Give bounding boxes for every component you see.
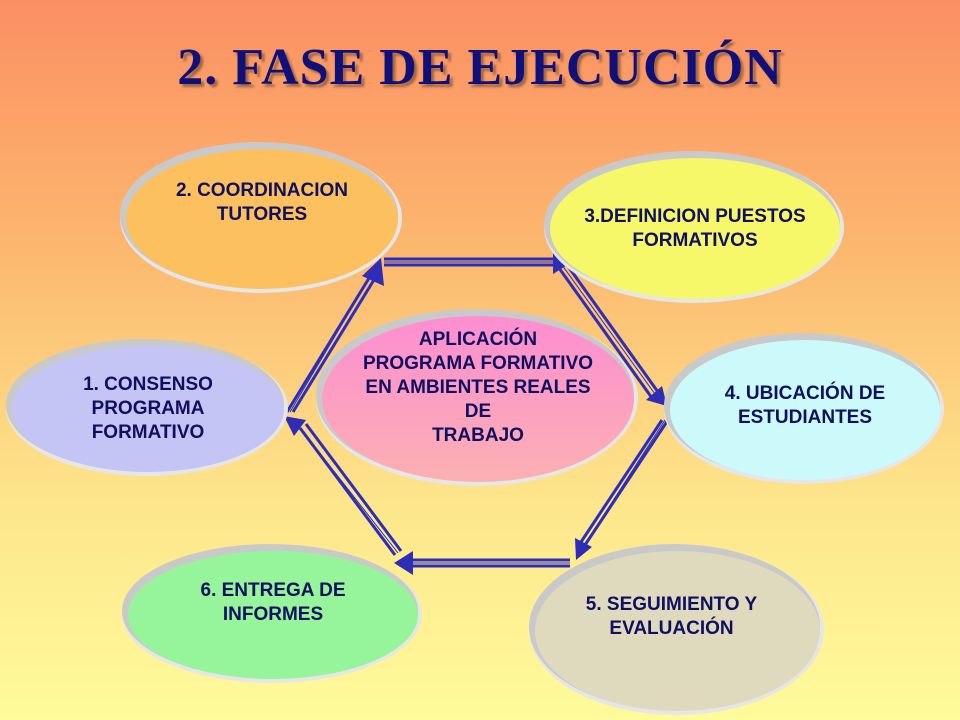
node-center-aplicacion: APLICACIÓN PROGRAMA FORMATIVO EN AMBIENT… bbox=[322, 316, 634, 482]
node-coordinacion-line-1: 2. COORDINACION bbox=[175, 180, 349, 201]
arrowheads bbox=[284, 250, 667, 575]
arrowhead-5 bbox=[394, 551, 413, 575]
arrowhead-1 bbox=[362, 258, 384, 286]
node-seguimiento-evaluacion: 5. SEGUIMIENTO Y EVALUACIÓN bbox=[535, 551, 820, 711]
node-entrega-line-2: INFORMES bbox=[222, 604, 324, 625]
node-ubicacion-estudiantes: 4. UBICACIÓN DE ESTUDIANTES bbox=[670, 340, 940, 480]
node-center-line-2: PROGRAMA FORMATIVO bbox=[362, 353, 594, 374]
node-ubicacion-line-2: ESTUDIANTES bbox=[737, 407, 873, 428]
node-center-line-4: DE bbox=[464, 401, 492, 422]
arrowhead-4 bbox=[575, 538, 592, 560]
node-entrega-line-1: 6. ENTREGA DE bbox=[200, 580, 346, 601]
arrow-ubicacion-to-seguimiento bbox=[577, 419, 670, 553]
arrowhead-6 bbox=[284, 416, 306, 436]
node-consenso-line-1: 1. CONSENSO bbox=[83, 374, 213, 395]
node-definicion-line-2: FORMATIVOS bbox=[632, 229, 758, 251]
node-consenso-line-2: PROGRAMA bbox=[91, 398, 205, 419]
arrow-seguimiento-to-entrega bbox=[401, 558, 570, 568]
arrow-definicion-to-ubicacion bbox=[557, 261, 661, 402]
arrowhead-2 bbox=[553, 250, 572, 274]
page-title: 2. FASE DE EJECUCIÓN bbox=[177, 39, 783, 96]
node-definicion-line-1: 3.DEFINICION PUESTOS bbox=[584, 205, 806, 227]
arrow-entrega-to-consenso bbox=[292, 418, 403, 556]
arrow-consenso-to-coordinacion bbox=[285, 264, 382, 413]
node-entrega-informes: 6. ENTREGA DE INFORMES bbox=[128, 551, 418, 679]
node-center-line-3: EN AMBIENTES REALES bbox=[365, 377, 591, 398]
node-consenso-line-3: FORMATIVO bbox=[91, 422, 205, 443]
node-seguimiento-line-1: 5. SEGUIMIENTO Y bbox=[585, 594, 758, 615]
node-center-line-1: APLICACIÓN bbox=[418, 329, 538, 350]
node-coordinacion-line-2: TUTORES bbox=[216, 204, 308, 225]
arrowhead-3 bbox=[646, 386, 667, 406]
node-seguimiento-line-2: EVALUACIÓN bbox=[609, 618, 734, 639]
node-coordinacion-tutores: 2. COORDINACION TUTORES bbox=[126, 149, 398, 289]
node-definicion-puestos: 3.DEFINICION PUESTOS FORMATIVOS bbox=[550, 158, 840, 299]
node-ubicacion-line-1: 4. UBICACIÓN DE bbox=[724, 383, 886, 404]
node-center-line-5: TRABAJO bbox=[432, 425, 524, 446]
arrow-coordinacion-to-definicion bbox=[384, 257, 566, 267]
node-consenso-programa: 1. CONSENSO PROGRAMA FORMATIVO bbox=[12, 346, 284, 472]
